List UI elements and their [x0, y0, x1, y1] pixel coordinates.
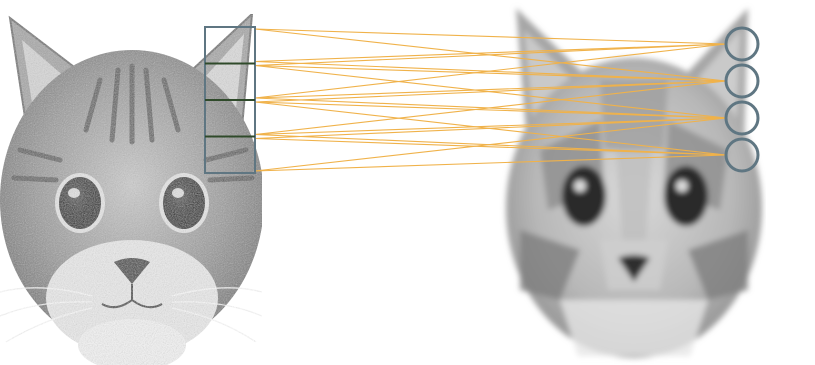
output-unit-circle	[726, 28, 758, 60]
left-cat-eye-highlight-left	[68, 188, 80, 198]
output-unit-circle	[726, 102, 758, 134]
right-cat-eye-right	[664, 166, 708, 226]
output-unit-circle	[726, 65, 758, 97]
output-unit-circle	[726, 139, 758, 171]
left-cat-pupil-left	[59, 177, 101, 229]
right-cat-eye-highlight-right	[676, 180, 688, 192]
left-cat-eye-highlight-right	[172, 188, 184, 198]
connection-line	[255, 44, 726, 62]
right-cat-eye-highlight-left	[574, 180, 586, 192]
left-cat-photo	[0, 14, 264, 365]
right-cat-eye-left	[562, 166, 606, 226]
left-cat-pupil-right	[163, 177, 205, 229]
